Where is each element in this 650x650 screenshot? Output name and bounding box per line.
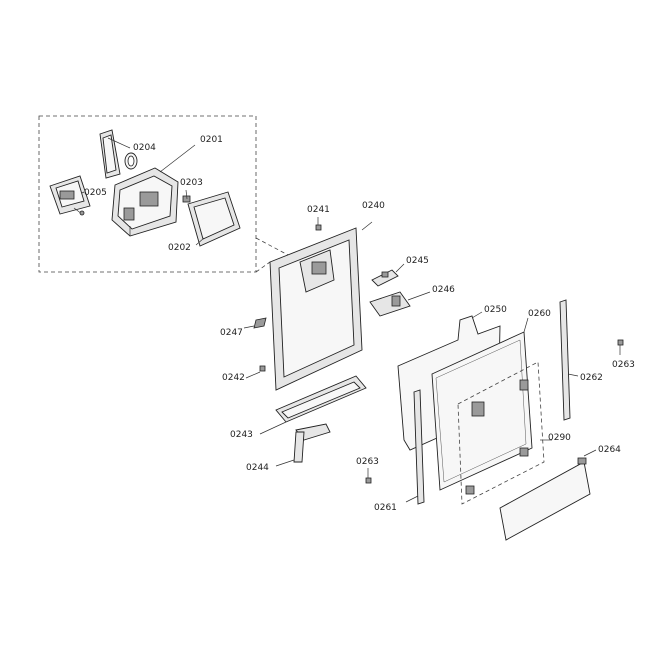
part-0202: [187, 191, 241, 247]
label-0250: 0250: [484, 305, 507, 315]
part-0262-strip: [559, 299, 579, 421]
part-0240-door-liner: [269, 221, 373, 391]
label-0262: 0262: [580, 373, 603, 383]
part-0263-left: [365, 468, 372, 484]
leader-0201: [159, 144, 196, 173]
leader-0204: [107, 137, 131, 149]
leader-0205: [81, 191, 85, 194]
detail-inset: 0204 0201 0205 0203 0202: [38, 115, 291, 273]
inset-leader-line: [255, 237, 291, 257]
label-0263-left: 0263: [356, 457, 379, 467]
label-0202: 0202: [168, 243, 191, 253]
label-0264: 0264: [598, 445, 621, 455]
part-0264-kickplate: [499, 449, 597, 541]
part-0246: [369, 291, 431, 317]
label-0242: 0242: [222, 373, 245, 383]
label-0261: 0261: [374, 503, 397, 513]
part-0247: [243, 317, 267, 329]
part-0204: [99, 129, 138, 179]
part-0261-strip: [405, 389, 425, 505]
leader-0202: [195, 237, 205, 246]
label-0240: 0240: [362, 201, 385, 211]
inset-leader-line-2: [255, 261, 271, 273]
dispenser-body: [111, 167, 179, 237]
part-0244: [275, 423, 331, 467]
label-0247: 0247: [220, 328, 243, 338]
part-0243: [259, 375, 367, 435]
label-0290: 0290: [548, 433, 571, 443]
leader-0203: [185, 189, 188, 200]
part-0245: [371, 263, 405, 287]
label-0260: 0260: [528, 309, 551, 319]
label-0245: 0245: [406, 256, 429, 266]
part-0242: [245, 365, 266, 379]
label-0243: 0243: [230, 430, 253, 440]
part-0263-right: [617, 339, 624, 355]
part-0241: [315, 217, 322, 231]
inset-dashed-border: [38, 115, 257, 273]
part-0290-template: [457, 361, 552, 505]
label-0263-right: 0263: [612, 360, 635, 370]
label-0203: 0203: [180, 178, 203, 188]
label-0205: 0205: [84, 188, 107, 198]
label-0201: 0201: [200, 135, 223, 145]
label-0241: 0241: [307, 205, 330, 215]
label-0244: 0244: [246, 463, 269, 473]
label-0204: 0204: [133, 143, 156, 153]
label-0246: 0246: [432, 285, 455, 295]
part-0205: [49, 175, 91, 216]
